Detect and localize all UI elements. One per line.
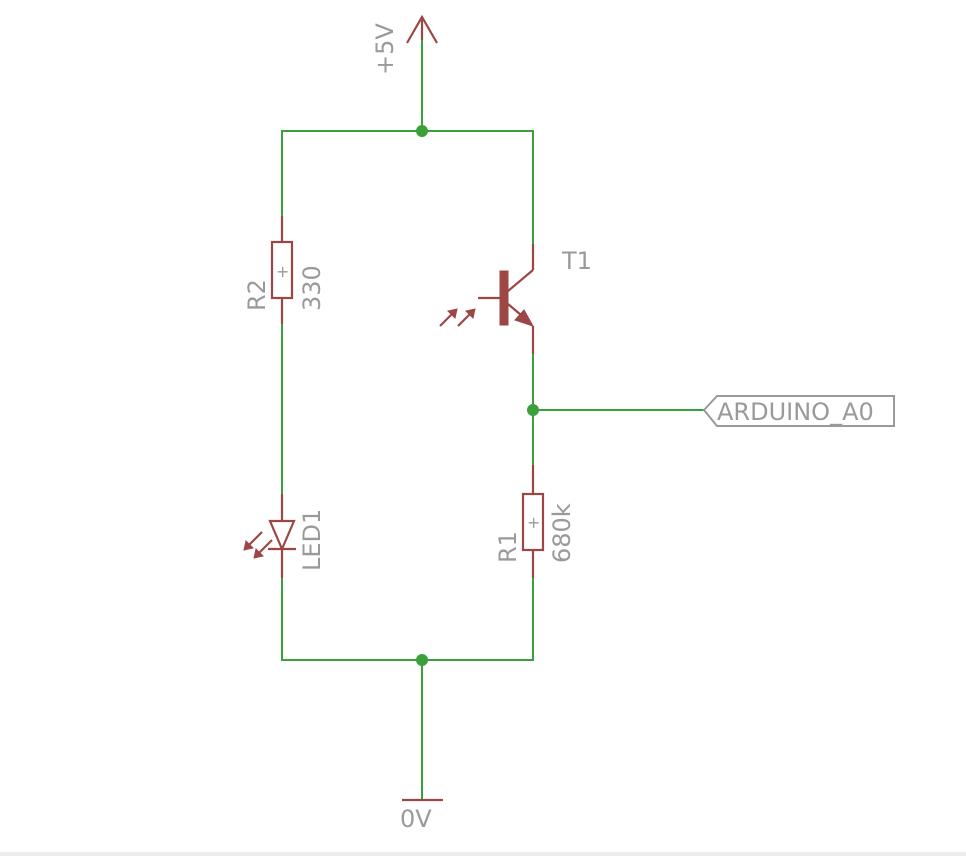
led-light-arrows-icon xyxy=(243,531,273,559)
transistor-t1-name: T1 xyxy=(561,247,592,275)
transistor-emitter-arrow-icon xyxy=(514,309,535,327)
junction-top xyxy=(416,125,428,137)
resistor-r2[interactable]: + R2 330 xyxy=(243,216,326,324)
canvas-bottom-edge xyxy=(0,852,966,856)
phototransistor-t1[interactable]: T1 xyxy=(439,244,592,354)
net-label-flag xyxy=(702,395,895,427)
transistor-collector xyxy=(507,269,534,292)
phototransistor-light-arrows-icon xyxy=(439,308,476,327)
resistor-r1[interactable]: + R1 680k xyxy=(494,465,576,578)
led-led1[interactable]: LED1 xyxy=(243,494,326,578)
resistor-r2-value: 330 xyxy=(298,265,326,311)
resistor-r1-name: R1 xyxy=(494,531,522,563)
power-label: +5V xyxy=(371,23,399,75)
resistor-r1-value: 680k xyxy=(548,503,576,563)
power-symbol-5v[interactable]: +5V xyxy=(371,14,438,75)
wires xyxy=(281,37,705,801)
net-label-text: ARDUINO_A0 xyxy=(717,398,874,426)
ground-label: 0V xyxy=(400,805,432,833)
net-label-arduino-a0[interactable]: ARDUINO_A0 xyxy=(702,395,895,427)
ground-symbol[interactable]: 0V xyxy=(400,798,443,833)
resistor-r2-marker: + xyxy=(276,262,289,281)
resistor-r2-name: R2 xyxy=(243,279,271,311)
resistor-r1-marker: + xyxy=(527,513,540,532)
transistor-base-bar xyxy=(499,270,509,326)
junction-signal xyxy=(527,404,539,416)
led-diode-icon xyxy=(268,519,296,552)
led-led1-name: LED1 xyxy=(298,509,326,571)
junction-bottom xyxy=(416,654,428,666)
